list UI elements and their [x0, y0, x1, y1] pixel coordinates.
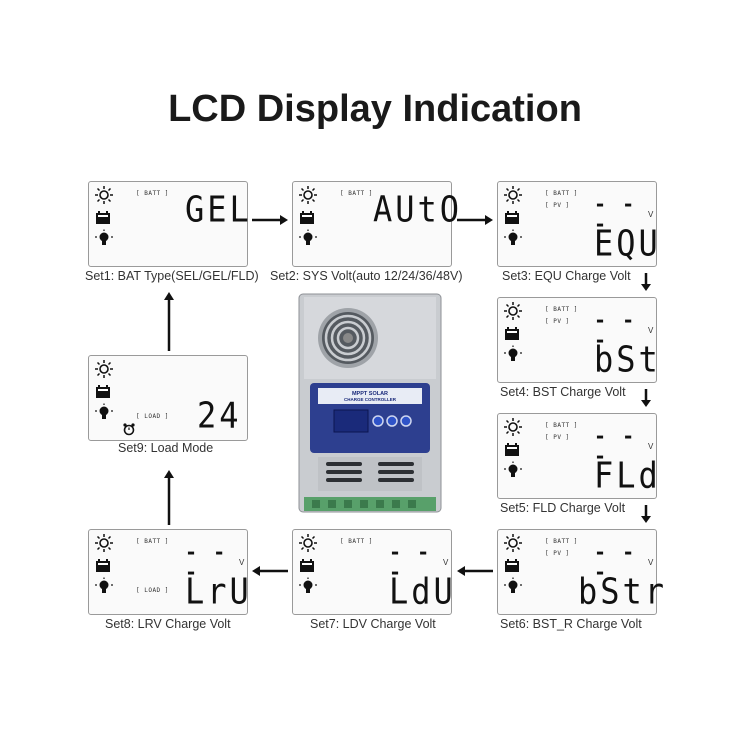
batt-label: [ BATT ]: [545, 306, 578, 313]
lcd-panel-set5: [ BATT ] [ PV ] - - - V FLd: [497, 413, 657, 499]
pv-label: [ PV ]: [545, 550, 570, 557]
lcd-panel-set4: [ BATT ] [ PV ] - - - V bSt: [497, 297, 657, 383]
sun-icon: [298, 185, 318, 205]
battery-icon: [298, 207, 318, 227]
battery-icon: [503, 323, 523, 343]
bulb-icon: [503, 461, 523, 481]
arrow-set7-to-set8: [250, 565, 290, 577]
bulb-icon: [503, 345, 523, 365]
batt-label: [ BATT ]: [545, 538, 578, 545]
sun-icon: [298, 533, 318, 553]
lcd-readout: FLd: [594, 458, 661, 493]
arrow-set6-to-set7: [455, 565, 495, 577]
lcd-readout: EQU: [594, 226, 661, 261]
battery-icon: [503, 555, 523, 575]
battery-icon: [94, 381, 114, 401]
arrow-set4-to-set5: [640, 388, 652, 408]
bulb-icon: [503, 577, 523, 597]
batt-label: [ BATT ]: [136, 190, 169, 197]
caption-set9: Set9: Load Mode: [118, 441, 213, 455]
bulb-icon: [503, 229, 523, 249]
sun-icon: [503, 533, 523, 553]
sun-icon: [94, 359, 114, 379]
caption-set3: Set3: EQU Charge Volt: [502, 269, 631, 283]
arrow-set8-to-set9: [163, 468, 175, 526]
caption-set5: Set5: FLD Charge Volt: [500, 501, 625, 515]
arrow-set3-to-set4: [640, 272, 652, 292]
lcd-panel-set7: [ BATT ] - - - V LdU: [292, 529, 452, 615]
lcd-panel-set9: [ LOAD ] 24: [88, 355, 248, 441]
caption-set6: Set6: BST_R Charge Volt: [500, 617, 642, 631]
lcd-panel-set3: [ BATT ] [ PV ] - - - V EQU: [497, 181, 657, 267]
load-label: [ LOAD ]: [136, 587, 169, 594]
batt-label: [ BATT ]: [136, 538, 169, 545]
volt-unit: V: [443, 558, 448, 567]
caption-set7: Set7: LDV Charge Volt: [310, 617, 436, 631]
arrow-set1-to-set2: [250, 214, 290, 226]
bulb-icon: [94, 577, 114, 597]
battery-icon: [503, 439, 523, 459]
lcd-readout: GEL: [185, 192, 252, 227]
lcd-panel-set6: [ BATT ] [ PV ] - - - V bStr: [497, 529, 657, 615]
lcd-readout: LrU: [185, 574, 252, 609]
brand-subtext: CHARGE CONTROLLER: [318, 397, 422, 402]
arrow-set2-to-set3: [455, 214, 495, 226]
lcd-readout: bStr: [578, 574, 667, 609]
bulb-icon: [94, 403, 114, 423]
caption-set8: Set8: LRV Charge Volt: [105, 617, 231, 631]
sun-icon: [503, 185, 523, 205]
arrow-set5-to-set6: [640, 504, 652, 524]
battery-icon: [94, 555, 114, 575]
volt-unit: V: [239, 558, 244, 567]
volt-unit: V: [648, 442, 653, 451]
lcd-readout: AUtO: [373, 192, 462, 227]
battery-icon: [298, 555, 318, 575]
lcd-readout: bSt: [594, 342, 661, 377]
bulb-icon: [298, 577, 318, 597]
sun-icon: [94, 533, 114, 553]
sun-icon: [94, 185, 114, 205]
sun-icon: [503, 417, 523, 437]
bulb-icon: [298, 229, 318, 249]
caption-set4: Set4: BST Charge Volt: [500, 385, 626, 399]
volt-unit: V: [648, 326, 653, 335]
lcd-panel-set8: [ BATT ] [ LOAD ] - - - V LrU: [88, 529, 248, 615]
charge-controller-image: MPPT SOLAR CHARGE CONTROLLER: [298, 293, 442, 515]
caption-set2: Set2: SYS Volt(auto 12/24/36/48V): [270, 269, 463, 283]
page-title: LCD Display Indication: [0, 88, 750, 131]
lcd-panel-set2: [ BATT ] AUtO: [292, 181, 452, 267]
batt-label: [ BATT ]: [545, 190, 578, 197]
caption-set1: Set1: BAT Type(SEL/GEL/FLD): [85, 269, 259, 283]
pv-label: [ PV ]: [545, 202, 570, 209]
sun-icon: [503, 301, 523, 321]
battery-icon: [503, 207, 523, 227]
arrow-set9-to-set1: [163, 290, 175, 352]
volt-unit: V: [648, 558, 653, 567]
batt-label: [ BATT ]: [340, 190, 373, 197]
lcd-readout: LdU: [389, 574, 456, 609]
volt-unit: V: [648, 210, 653, 219]
pv-label: [ PV ]: [545, 318, 570, 325]
pv-label: [ PV ]: [545, 434, 570, 441]
bulb-icon: [94, 229, 114, 249]
lcd-panel-set1: [ BATT ] GEL: [88, 181, 248, 267]
battery-icon: [94, 207, 114, 227]
batt-label: [ BATT ]: [340, 538, 373, 545]
load-label: [ LOAD ]: [136, 413, 169, 420]
batt-label: [ BATT ]: [545, 422, 578, 429]
lcd-readout: 24: [197, 398, 242, 433]
clock-icon: [122, 422, 136, 436]
